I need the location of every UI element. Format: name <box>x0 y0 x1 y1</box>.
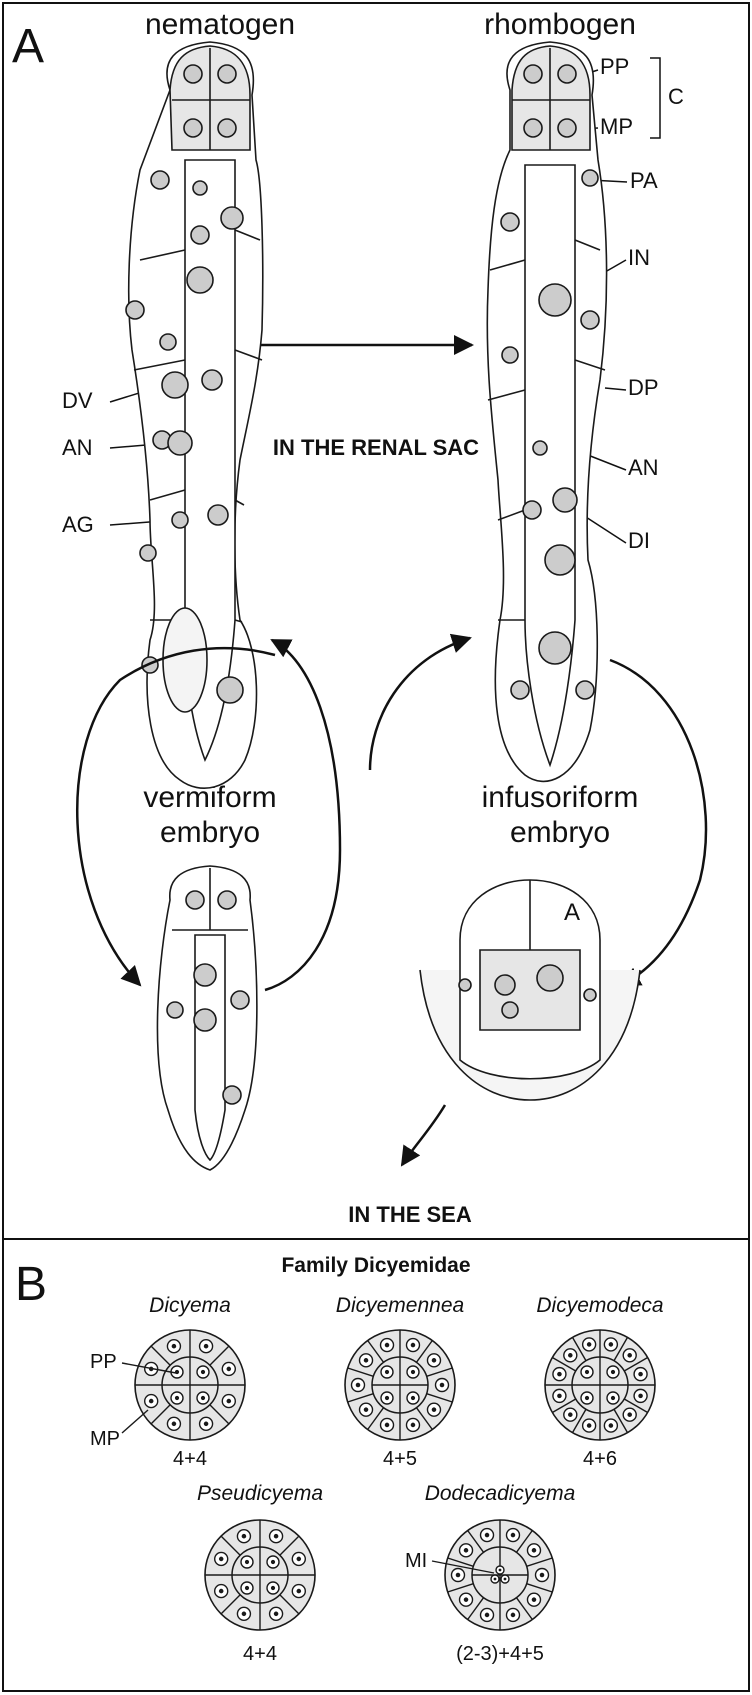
label-an-right: AN <box>628 455 659 480</box>
label-in-the-sea: IN THE SEA <box>348 1202 472 1227</box>
label-infusoriform-a: A <box>564 899 580 926</box>
arrow-to-sea <box>400 1104 447 1167</box>
label-mi: MI <box>405 1550 427 1572</box>
label-dp: DP <box>628 375 659 400</box>
label-c: C <box>668 84 684 109</box>
label-ag: AG <box>62 512 94 537</box>
arrow-to-rhombogen <box>368 633 472 771</box>
genus-dicyema: Dicyema 4+4 PP MP <box>90 1294 246 1470</box>
label-pp-right: PP <box>600 54 629 79</box>
genus-formula: 4+6 <box>583 1448 617 1470</box>
label-di: DI <box>628 528 650 553</box>
genus-formula: 4+4 <box>173 1448 207 1470</box>
arrow-vermiform-to-nematogen <box>264 638 342 992</box>
genus-formula: 4+5 <box>383 1448 417 1470</box>
genus-name: Dicyemodeca <box>536 1294 663 1317</box>
title-rhombogen: rhombogen <box>484 8 636 41</box>
label-pp: PP <box>90 1351 117 1373</box>
panel-b-frame <box>2 1238 750 1692</box>
panel-b-letter: B <box>15 1258 47 1311</box>
genus-formula: 4+4 <box>243 1643 277 1665</box>
label-renal-sac: IN THE RENAL SAC <box>273 435 479 460</box>
genera-layer: Dicyema 4+4 PP MP Dicyemennea 4+5 Dicyemodeca 4… <box>90 1294 664 1665</box>
label-pa: PA <box>630 168 658 193</box>
label-infusoriform-1: infusoriform <box>482 781 639 814</box>
label-in: IN <box>628 245 650 270</box>
label-mp-right: MP <box>600 114 633 139</box>
genus-formula: (2-3)+4+5 <box>456 1643 544 1665</box>
genus-name: Dodecadicyema <box>425 1482 576 1505</box>
family-title: Family Dicyemidae <box>281 1254 470 1277</box>
genus-pseudicyema: Pseudicyema 4+4 <box>197 1482 323 1665</box>
genus-name: Dicyema <box>149 1294 231 1317</box>
arrow-to-infusoriform <box>609 658 708 987</box>
genus-dicyemodeca: Dicyemodeca 4+6 <box>536 1294 663 1470</box>
panel-a-letter: A <box>12 20 44 73</box>
label-an-left: AN <box>62 435 93 460</box>
arrow-to-vermiform <box>76 646 276 987</box>
label-vermiform-2: embryo <box>160 816 260 849</box>
label-mp: MP <box>90 1428 120 1450</box>
label-dv: DV <box>62 388 93 413</box>
infusoriform-embryo-drawing <box>419 879 641 1101</box>
genus-dicyemennea: Dicyemennea 4+5 <box>336 1294 464 1470</box>
genus-dodecadicyema: Dodecadicyema (2-3)+4+5 MI <box>405 1482 575 1665</box>
vermiform-embryo-drawing <box>156 865 258 1171</box>
genus-name: Dicyemennea <box>336 1294 464 1317</box>
rhombogen-drawing <box>486 41 608 783</box>
genus-name: Pseudicyema <box>197 1482 323 1505</box>
label-infusoriform-2: embryo <box>510 816 610 849</box>
title-nematogen: nematogen <box>145 8 295 41</box>
nematogen-drawing <box>125 41 264 789</box>
